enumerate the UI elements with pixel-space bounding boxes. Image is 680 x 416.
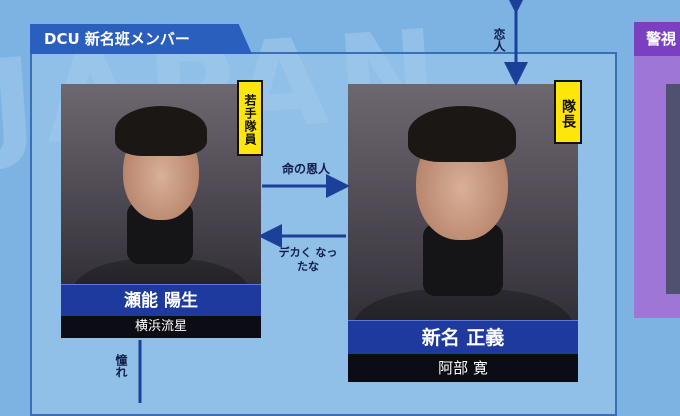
hair: [115, 106, 207, 156]
right-section-title: 警視: [646, 30, 677, 48]
member-name-niina: 新名 正義: [348, 320, 578, 355]
actor-name-seno: 横浜流星: [61, 316, 261, 338]
relation-arrows: [138, 0, 528, 403]
relation-label-down: 憧れ: [114, 354, 128, 378]
relation-label-top: 恋人: [492, 28, 506, 52]
section-title: DCU 新名班メンバー: [44, 30, 190, 48]
right-section-header: 警視: [634, 22, 680, 56]
relation-label-left: デカく なったな: [278, 246, 338, 273]
relation-label-right: 命の恩人: [281, 162, 330, 176]
section-header: DCU 新名班メンバー: [30, 24, 252, 54]
role-tag-seno: 若手隊員: [237, 80, 263, 156]
right-photo-partial: [666, 84, 680, 294]
role-tag-niina: 隊長: [554, 80, 582, 144]
member-name-seno: 瀬能 陽生: [61, 284, 261, 317]
actor-name-niina: 阿部 寛: [348, 354, 578, 382]
hair: [408, 106, 516, 162]
